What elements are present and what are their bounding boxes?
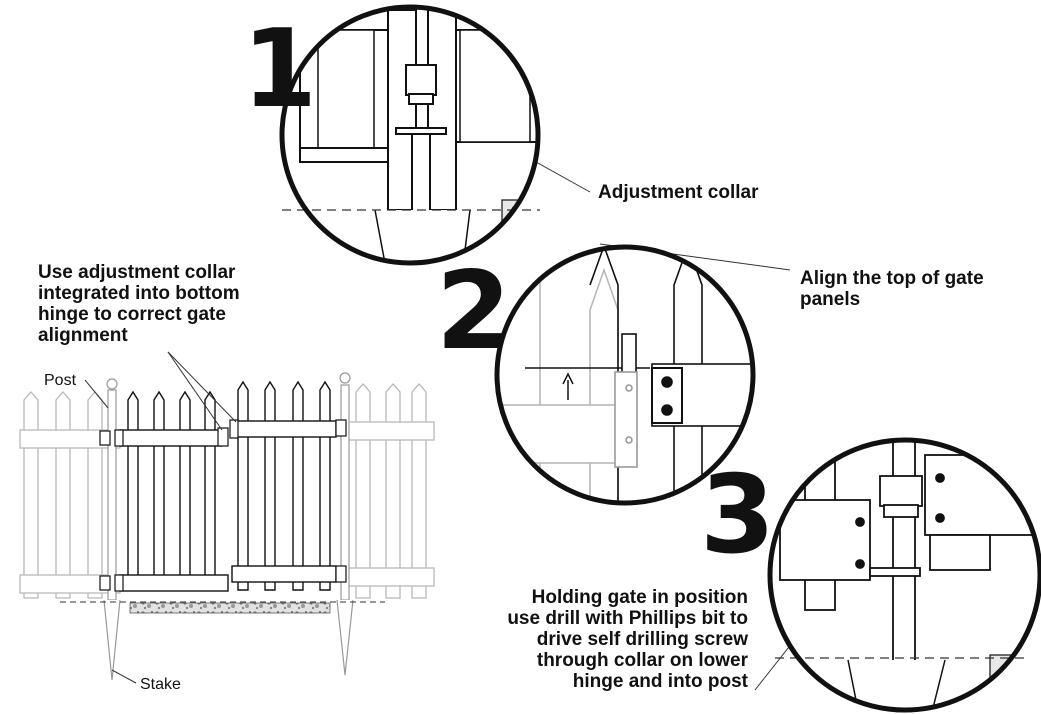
ground [60,601,385,614]
detail-circle-1 [279,4,541,266]
gate-hinges [99,419,347,592]
step-number-2: 2 [436,249,512,374]
fence-left-section [19,391,121,599]
post-label: Post [44,372,77,389]
fence-right-section [347,383,435,599]
holding-gate-label: Holding gate in position use drill with … [507,587,748,692]
detail-circle-2 [494,244,756,506]
gate-panel-right [231,380,337,591]
step-number-3: 3 [700,453,776,578]
adjustment-collar-label: Adjustment collar [598,182,759,203]
detail-circle-3 [767,437,1041,713]
align-top-label: Align the top of gate panels [800,268,984,310]
fence-posts [103,372,354,681]
stake-label: Stake [140,676,181,693]
step-number-1: 1 [242,7,318,132]
collar-note-label: Use adjustment collar integrated into bo… [38,262,240,346]
gate-panel-left [119,390,229,592]
